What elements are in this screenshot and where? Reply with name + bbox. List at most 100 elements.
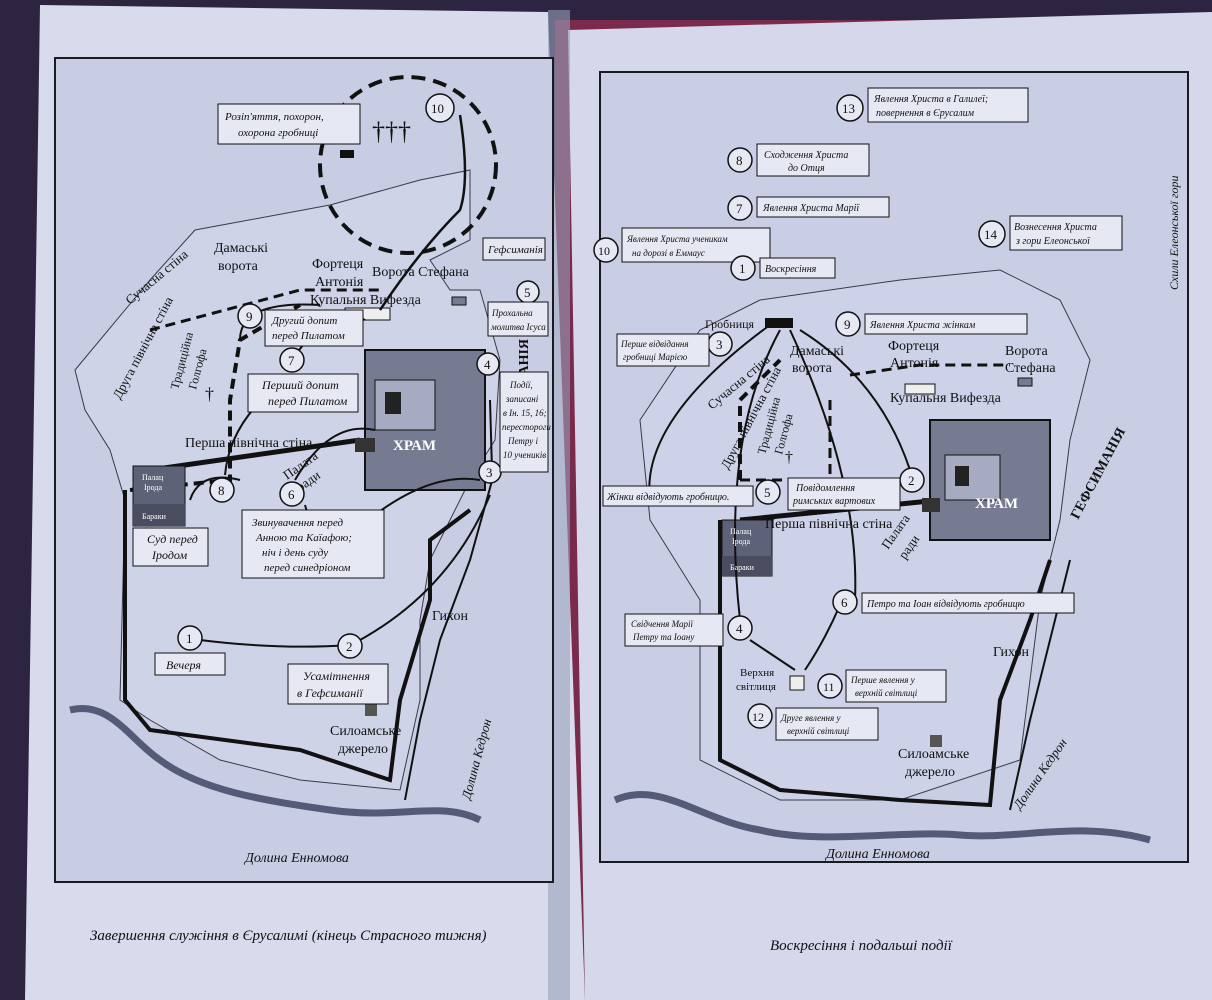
right-event-2-text-1: Повідомлення bbox=[795, 483, 855, 494]
left-label-siloam: Силоамське bbox=[330, 724, 401, 739]
left-event-7-text-2: перед Пилатом bbox=[268, 394, 348, 408]
left-cross-icon: † bbox=[205, 384, 214, 404]
right-event-12-num: 12 bbox=[752, 710, 764, 724]
right-cross-icon: † bbox=[785, 449, 793, 466]
right-upper-room bbox=[789, 675, 805, 691]
right-event-1-box bbox=[759, 257, 836, 279]
left-label-siloam-2: джерело bbox=[338, 742, 388, 757]
right-temple-altar bbox=[955, 466, 969, 486]
right-event-7-box bbox=[756, 196, 890, 218]
right-label-fortress-2: Антонія bbox=[890, 356, 939, 371]
right-label-damascus-gate-2: ворота bbox=[792, 361, 833, 376]
left-label-first-wall: Перша північна стіна bbox=[185, 436, 313, 451]
left-event-7-marker bbox=[279, 347, 305, 373]
left-event-6-marker bbox=[279, 481, 305, 507]
right-event-6-marker bbox=[832, 589, 858, 615]
left-route-8-herod bbox=[189, 476, 241, 501]
right-label-fortress: Фортеця bbox=[888, 339, 940, 354]
right-event-8-text-1: Сходження Христа bbox=[764, 150, 848, 161]
right-route-tomb-6 bbox=[789, 329, 857, 601]
left-event-9-marker bbox=[237, 303, 263, 329]
left-temple-altar bbox=[385, 392, 401, 414]
left-event-8-num: 8 bbox=[218, 483, 225, 498]
right-event-8-box bbox=[756, 143, 870, 177]
right-event-3-text-1: Перше відвідання bbox=[620, 339, 689, 349]
left-event-5-text-1: Прохальна bbox=[491, 308, 533, 318]
right-event-9-marker bbox=[835, 311, 861, 337]
right-event-13-box bbox=[867, 87, 1029, 123]
left-event-8-text-2: Іродом bbox=[151, 548, 187, 562]
left-first-wall bbox=[149, 437, 361, 473]
right-event-9-num: 9 bbox=[844, 317, 851, 332]
left-event-4-num: 4 bbox=[484, 357, 491, 372]
right-barracks bbox=[722, 556, 772, 576]
right-event-11-box bbox=[845, 669, 947, 703]
right-hinnom-valley bbox=[613, 791, 1151, 844]
left-event-10-text-1: Розіп'яття, похорон, bbox=[224, 111, 324, 123]
left-event-7-num: 7 bbox=[288, 353, 295, 368]
left-route-6-temple bbox=[294, 427, 376, 481]
left-bethesda-pool bbox=[451, 296, 467, 306]
right-event-14-marker bbox=[978, 220, 1006, 248]
right-event-7-marker bbox=[727, 195, 753, 221]
right-fortress-antonia bbox=[904, 383, 936, 395]
left-event-6-text-1: Звинувачення перед bbox=[252, 517, 344, 529]
left-event-6-text-2: Анною та Каїафою; bbox=[255, 532, 352, 544]
left-label-barracks: Бараки bbox=[142, 512, 167, 521]
right-label-first-wall: Перша північна стіна bbox=[765, 517, 893, 532]
right-event-7-text: Явлення Христа Марії bbox=[762, 203, 860, 214]
left-event-2-marker bbox=[337, 633, 363, 659]
right-temple-sanctuary bbox=[944, 454, 1001, 501]
right-event-2-box bbox=[787, 477, 901, 511]
left-label-fortress-2: Антонія bbox=[315, 275, 364, 290]
right-label-siloam-2: джерело bbox=[905, 765, 955, 780]
left-label-fortress: Фортеця bbox=[312, 257, 364, 272]
left-label-hinnom: Долина Енномова bbox=[243, 851, 349, 866]
right-event-4-marker bbox=[727, 615, 753, 641]
left-event-6-text-3: ніч і день суду bbox=[262, 547, 328, 559]
left-event-3-num: 3 bbox=[486, 465, 493, 480]
left-event-4-text-4: перестороги bbox=[502, 422, 551, 432]
right-event-11-num: 11 bbox=[823, 680, 835, 694]
left-label-gethsemane-box: Гефсиманія bbox=[487, 244, 543, 256]
right-event-12-text-1: Друге явлення у bbox=[780, 713, 840, 723]
left-event-1-text: Вечеря bbox=[166, 658, 201, 672]
left-route-3-4 bbox=[489, 399, 493, 471]
left-label-herod-palace: Палац bbox=[142, 473, 164, 482]
right-events: 13 Явлення Христа в Галилеї; повернення … bbox=[593, 87, 1123, 741]
left-golgotha-area-circle bbox=[318, 75, 498, 255]
left-event-4-text-6: 10 учеників bbox=[503, 450, 546, 460]
right-map: † bbox=[599, 71, 1189, 863]
left-event-2-text-2: в Гефсиманії bbox=[297, 686, 363, 700]
right-label-herod-palace-2: Ірода bbox=[732, 537, 751, 546]
left-event-5-text-2: молитва Ісуса bbox=[490, 322, 546, 332]
left-event-4-box bbox=[499, 371, 549, 473]
right-label-tomb: Гробниця bbox=[705, 317, 755, 331]
right-event-6-num: 6 bbox=[841, 595, 848, 610]
right-event-5-text: Жінки відвідують гробницю. bbox=[606, 492, 729, 503]
right-event-13-marker bbox=[836, 94, 864, 122]
right-event-1-marker bbox=[730, 255, 756, 281]
right-event-7-num: 7 bbox=[736, 201, 743, 216]
left-event-8-marker bbox=[209, 477, 235, 503]
right-event-5-num: 5 bbox=[764, 485, 771, 500]
right-event-5-marker bbox=[755, 479, 781, 505]
right-event-3-text-2: гробниці Марією bbox=[623, 352, 688, 362]
right-label-upper-room-2: світлиця bbox=[736, 681, 776, 693]
right-event-11-marker bbox=[817, 673, 843, 699]
right-modern-wall-line bbox=[849, 363, 1010, 377]
right-event-6-text: Петро та Іоан відвідують гробницю bbox=[866, 599, 1025, 610]
right-event-9-text: Явлення Христа жінкам bbox=[869, 320, 976, 331]
right-route-tomb-4 bbox=[734, 329, 781, 621]
left-event-6-box bbox=[241, 509, 385, 579]
right-event-10-num: 10 bbox=[598, 244, 610, 258]
left-label-gihon: Гихон bbox=[432, 609, 469, 624]
left-event-5-box bbox=[487, 301, 549, 337]
left-crosses-icon: ††† bbox=[372, 117, 411, 146]
right-event-13-text-2: повернення в Єрусалим bbox=[876, 108, 975, 119]
right-event-4-text-1: Свідчення Марії bbox=[631, 619, 693, 629]
left-event-10-text-2: охорона гробниці bbox=[238, 127, 318, 139]
right-event-4-text-2: Петру та Іоану bbox=[632, 632, 694, 642]
right-event-3-box bbox=[616, 333, 710, 367]
